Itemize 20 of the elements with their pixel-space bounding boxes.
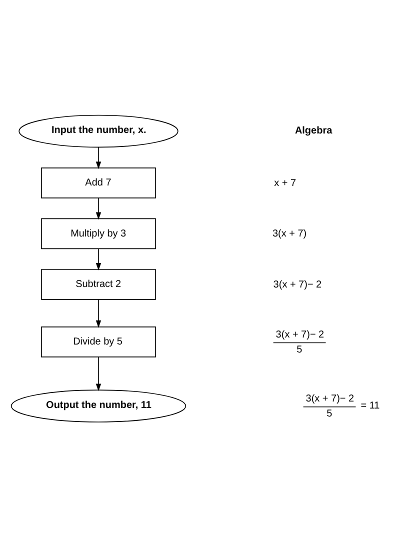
label: 3(x + 7)− 2 (273, 278, 322, 290)
node-box: Divide by 5 (41, 326, 156, 357)
label: 3(x + 7) (272, 228, 307, 240)
node-box: Subtract 2 (41, 268, 156, 300)
arrow (96, 356, 102, 391)
label: 5 (296, 344, 302, 355)
label: Algebra (294, 124, 332, 136)
node-box: Add 7 (41, 167, 156, 198)
node-ellipse: Output the number, 11 (10, 389, 186, 422)
label: 3(x + 7)− 2 (276, 328, 324, 340)
node-ellipse: Input the number, x. (18, 114, 178, 148)
label: = 11 (360, 400, 380, 412)
node-box: Multiply by 3 (41, 218, 156, 249)
arrow (96, 298, 102, 328)
label: 5 (326, 408, 332, 420)
label: 3(x + 7)− 2 (306, 393, 354, 404)
arrow (96, 146, 102, 169)
label: x + 7 (274, 177, 296, 188)
arrow (96, 197, 102, 220)
arrow (96, 248, 102, 270)
